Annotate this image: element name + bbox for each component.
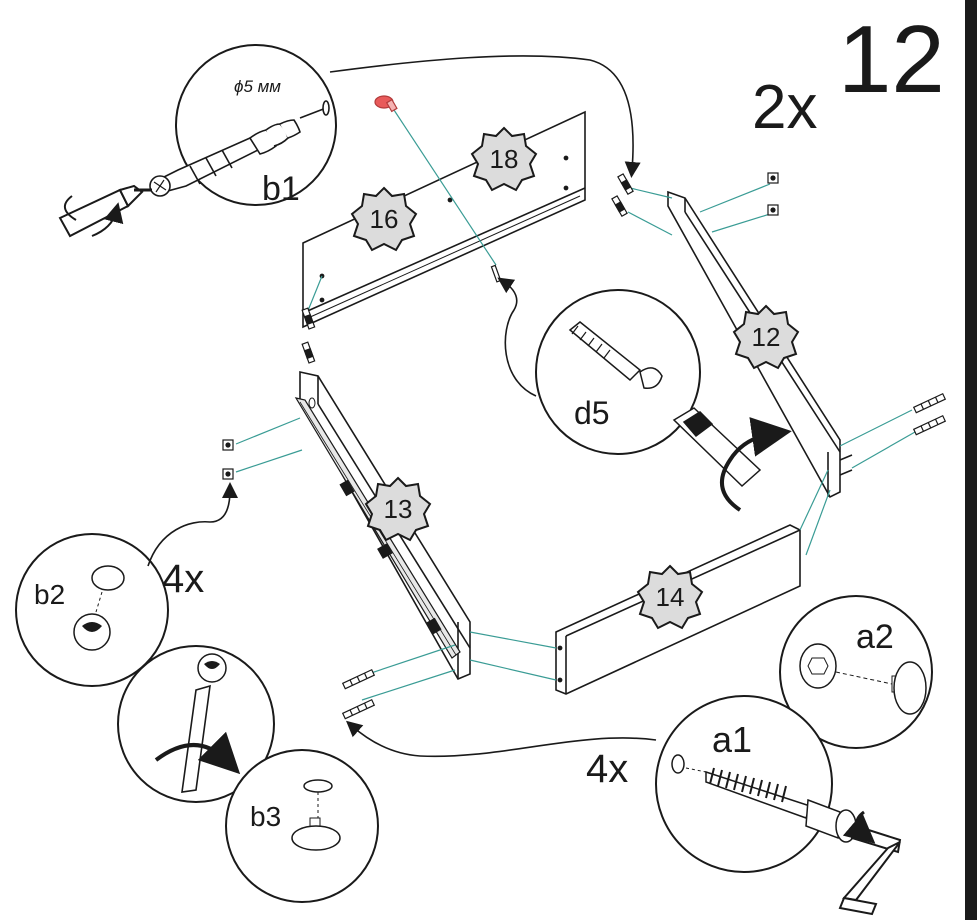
b2-count: 4x (162, 557, 204, 601)
badge-panel-14: 14 (636, 564, 704, 630)
callout-b2-rotate (117, 645, 275, 803)
arrow-b2-to-nut (147, 482, 238, 567)
a1-count: 4x (586, 747, 628, 791)
panel-16-number: 16 (370, 204, 399, 234)
confirmat-illustration (568, 321, 762, 488)
panel-14-number: 14 (656, 582, 685, 612)
arrow-b1-to-cam (329, 55, 641, 178)
badge-panel-13: 13 (364, 476, 432, 542)
callout-a2: a2 (779, 595, 933, 749)
panel-18 (302, 110, 586, 329)
cam-bolt-left-2 (301, 341, 316, 364)
callout-b1: ϕ5 мм b1 (149, 44, 337, 208)
b2-label: b2 (34, 579, 65, 610)
confirmat-cap-red (374, 95, 398, 113)
cam-nut-1 (767, 172, 779, 184)
page-edge-bar (965, 0, 977, 920)
cam-nut-4 (222, 468, 234, 480)
badge-panel-12: 12 (732, 304, 800, 370)
cam-bolt-top-1 (617, 173, 634, 196)
quantity-label: 2x (752, 73, 817, 142)
euro-screw-left-1 (341, 668, 376, 690)
panel-12-number: 12 (752, 322, 781, 352)
cam-bolt-left-1 (301, 307, 316, 330)
arrow-a1-to-screw (345, 720, 657, 758)
confirmat-screw-top (490, 264, 502, 283)
cam-nut-2 (767, 204, 779, 216)
rotate-arrow-d5 (720, 417, 792, 512)
badge-panel-16: 16 (350, 186, 418, 252)
cam-bolt-illustration (149, 100, 330, 197)
callout-a1: a1 (655, 695, 857, 873)
hex-key (838, 810, 902, 916)
badge-panel-18: 18 (470, 126, 538, 192)
b1-label: b1 (262, 170, 300, 208)
step-header: 2x 12 (752, 6, 945, 142)
euro-screw-left-2 (341, 698, 376, 720)
callout-b2: b2 (15, 533, 169, 687)
callout-d5: d5 (535, 289, 792, 512)
d5-label: d5 (574, 395, 610, 431)
screwdriver-b1 (58, 184, 152, 238)
a1-label: a1 (712, 719, 752, 760)
panel-hardware (222, 95, 947, 720)
step-number: 12 (838, 6, 945, 113)
panel-13-number: 13 (384, 494, 413, 524)
b1-drill-note: ϕ5 мм (234, 77, 281, 96)
cam-bolt-top-2 (611, 195, 628, 218)
b3-label: b3 (250, 801, 281, 832)
cam-nut-3 (222, 439, 234, 451)
alignment-guides (235, 109, 916, 701)
arrow-d5-to-screw (497, 277, 537, 397)
a2-label: a2 (856, 618, 894, 656)
callout-b3: b3 (225, 749, 379, 903)
euro-screw-right-2 (912, 414, 947, 436)
panel-18-number: 18 (490, 144, 519, 174)
euro-screw-right-1 (912, 392, 947, 414)
